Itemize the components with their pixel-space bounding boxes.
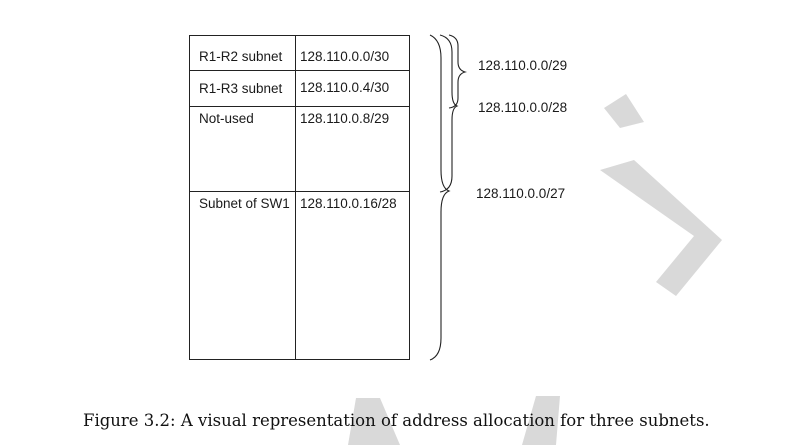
subnet-name-r1-r3: R1-R3 subnet (199, 81, 283, 96)
subnet-prefix-r1-r3: 128.110.0.4/30 (300, 80, 390, 95)
brace-27 (429, 34, 451, 361)
subnet-name-not-used: Not-used (199, 111, 254, 126)
row-divider (190, 191, 409, 192)
subnet-prefix-sw1: 128.110.0.16/28 (300, 196, 397, 211)
column-divider (295, 36, 296, 359)
brace-label-28: 128.110.0.0/28 (478, 100, 568, 115)
figure-caption: Figure 3.2: A visual representation of a… (83, 411, 710, 430)
subnet-name-sw1: Subnet of SW1 (199, 196, 290, 211)
brace-29 (448, 34, 467, 109)
subnet-prefix-not-used: 128.110.0.8/29 (300, 111, 390, 126)
brace-label-29: 128.110.0.0/29 (478, 58, 568, 73)
row-divider (190, 106, 409, 107)
subnet-prefix-r1-r2: 128.110.0.0/30 (300, 49, 390, 64)
address-allocation-table: R1-R2 subnet 128.110.0.0/30 R1-R3 subnet… (189, 35, 410, 360)
row-divider (190, 70, 409, 71)
brace-28 (439, 34, 459, 193)
brace-label-27: 128.110.0.0/27 (476, 186, 566, 201)
subnet-name-r1-r2: R1-R2 subnet (199, 49, 283, 64)
